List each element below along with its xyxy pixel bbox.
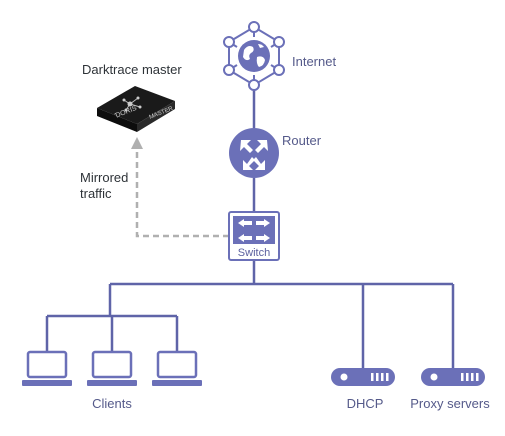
arrowhead-icon — [131, 137, 143, 149]
server-icon — [331, 368, 395, 386]
mirrored-traffic-label-line1: Mirrored — [80, 170, 128, 185]
laptop-icon — [87, 350, 137, 386]
mirrored-traffic-label-line2: traffic — [80, 186, 112, 201]
laptop-icon — [152, 350, 202, 386]
globe-network-icon — [223, 21, 285, 91]
network-links — [45, 88, 455, 368]
laptop-icon — [22, 350, 72, 386]
darktrace-appliance: ƊORIS MASTER Darktrace master — [82, 62, 182, 132]
internet-label: Internet — [292, 54, 336, 69]
dhcp-label: DHCP — [347, 396, 384, 411]
router-label: Router — [282, 133, 322, 148]
mirrored-traffic-path — [131, 137, 229, 238]
darktrace-label: Darktrace master — [82, 62, 182, 77]
server-icon — [421, 368, 485, 386]
switch-label: Switch — [238, 247, 270, 259]
switch-icon: Switch — [228, 211, 280, 261]
proxy-servers-label: Proxy servers — [410, 396, 490, 411]
router-icon — [229, 128, 279, 178]
clients-label: Clients — [92, 396, 132, 411]
appliance-icon: ƊORIS MASTER — [97, 86, 175, 132]
